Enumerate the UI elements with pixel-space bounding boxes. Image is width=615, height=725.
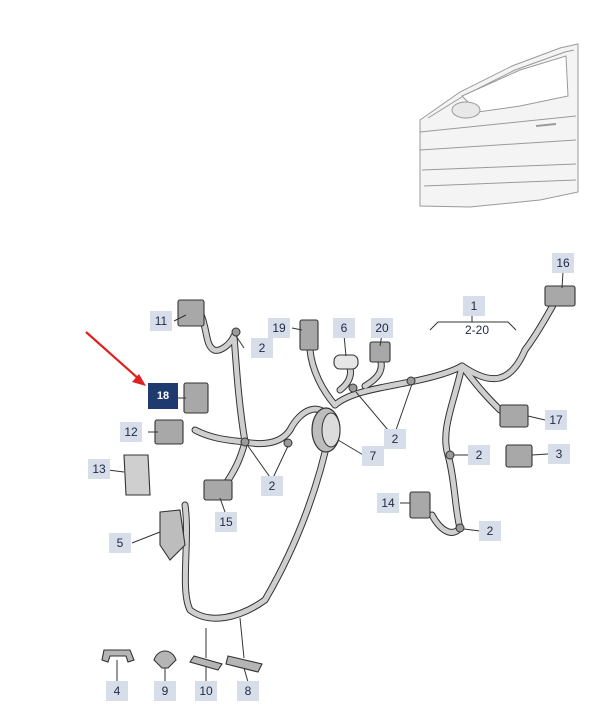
- callout-4[interactable]: 4: [106, 681, 128, 701]
- callout-3[interactable]: 3: [548, 444, 570, 464]
- clip-8: [225, 655, 263, 673]
- callout-2-a[interactable]: 2: [251, 338, 273, 358]
- callout-2-20[interactable]: 2-20: [464, 323, 490, 337]
- grommet: [311, 407, 341, 453]
- callout-2-d[interactable]: 2: [468, 445, 490, 465]
- connector-19: [299, 319, 319, 351]
- callout-6[interactable]: 6: [333, 318, 355, 338]
- callout-16[interactable]: 16: [552, 253, 574, 273]
- callout-2-c[interactable]: 2: [384, 429, 406, 449]
- loose-parts: [101, 649, 263, 673]
- connector-6: [333, 354, 359, 370]
- callout-12[interactable]: 12: [120, 422, 142, 442]
- callout-5[interactable]: 5: [109, 533, 131, 553]
- callout-11[interactable]: 11: [150, 311, 172, 331]
- connector-16: [544, 285, 576, 307]
- selection-arrow: [85, 331, 146, 386]
- callout-19[interactable]: 19: [268, 318, 290, 338]
- callout-18-selected[interactable]: 18: [148, 383, 178, 409]
- conduit-13: [123, 454, 151, 496]
- callout-2-b[interactable]: 2: [261, 476, 283, 496]
- callout-17[interactable]: 17: [545, 410, 567, 430]
- callout-1[interactable]: 1: [463, 296, 485, 316]
- connector-11: [177, 299, 205, 327]
- leader-lines: [107, 271, 564, 683]
- clip-10: [189, 655, 223, 671]
- connectors: [123, 285, 576, 561]
- connector-17: [499, 404, 529, 428]
- callout-10[interactable]: 10: [195, 681, 217, 701]
- clip-9: [153, 650, 177, 669]
- callout-8[interactable]: 8: [237, 681, 259, 701]
- connector-15: [203, 479, 233, 501]
- callout-9[interactable]: 9: [154, 681, 176, 701]
- door-thumbnail: [419, 43, 579, 208]
- callout-14[interactable]: 14: [377, 493, 399, 513]
- connector-14: [409, 491, 431, 519]
- boot-5: [159, 509, 186, 561]
- callout-20[interactable]: 20: [371, 318, 393, 338]
- connector-3: [505, 444, 533, 468]
- connector-12: [154, 419, 184, 445]
- clip-4: [101, 649, 135, 663]
- callout-15[interactable]: 15: [215, 512, 237, 532]
- callout-13[interactable]: 13: [88, 459, 110, 479]
- connector-20: [369, 341, 391, 363]
- callout-2-e[interactable]: 2: [479, 521, 501, 541]
- callout-7[interactable]: 7: [362, 446, 384, 466]
- connector-18: [183, 382, 209, 414]
